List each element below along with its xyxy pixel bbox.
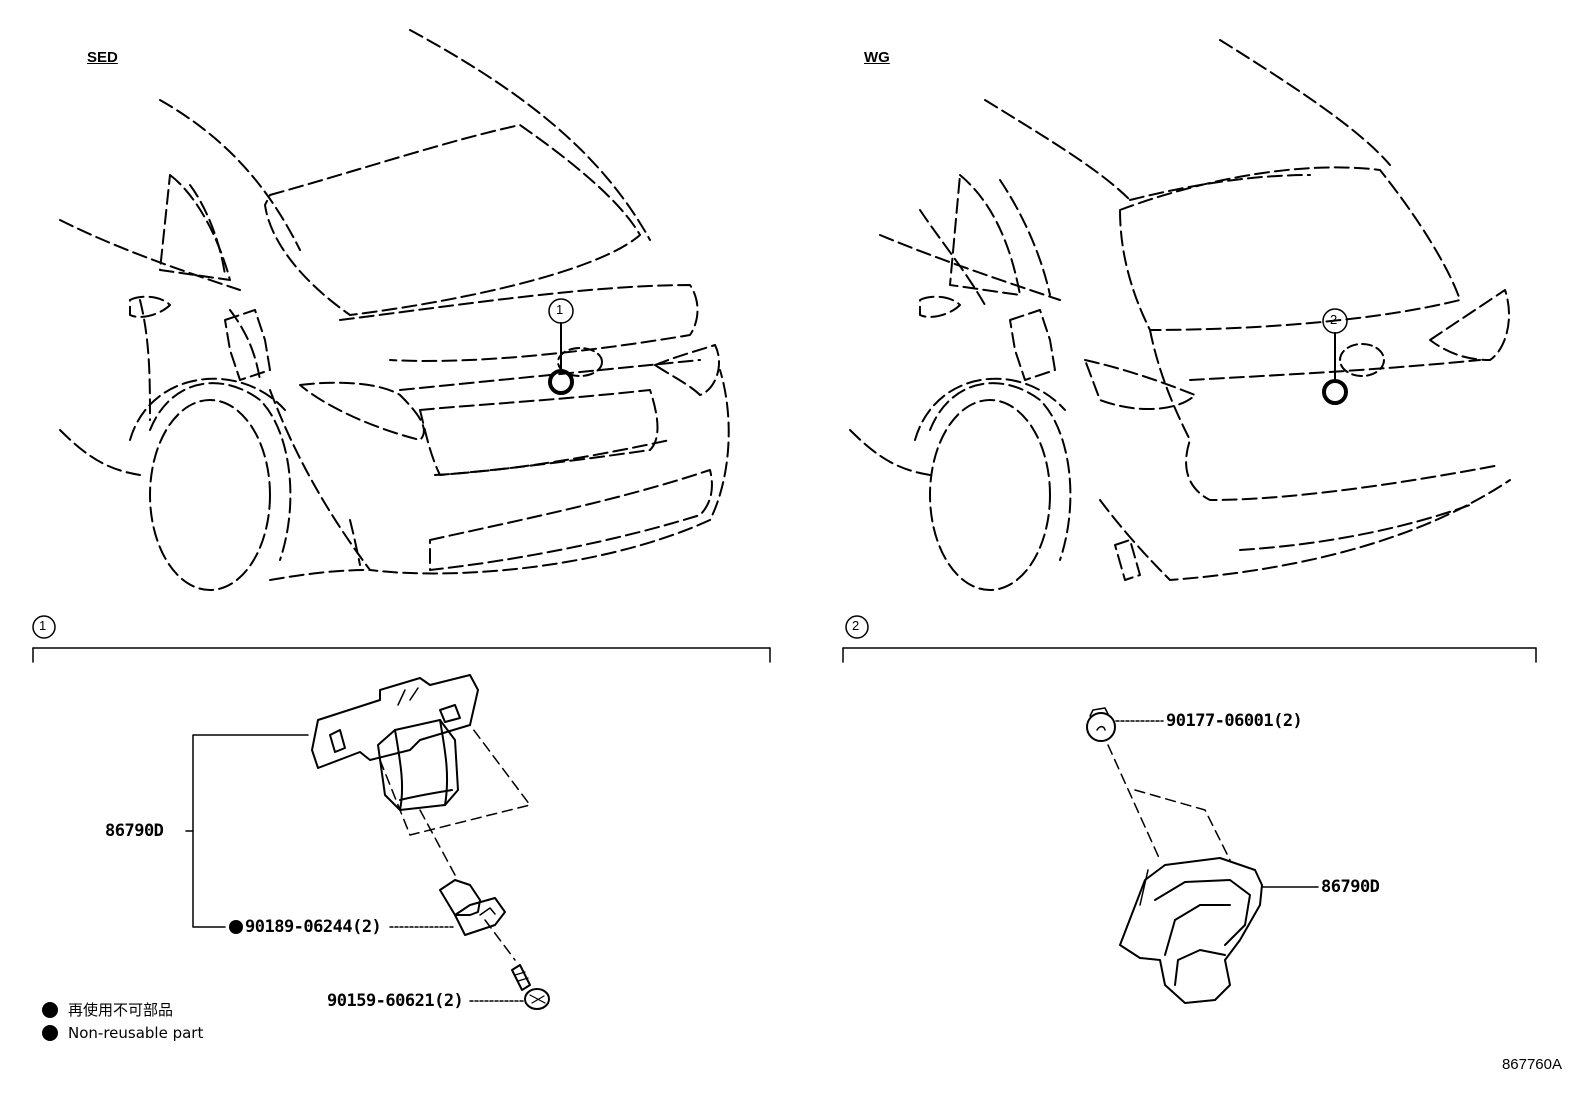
leaders-right bbox=[1115, 720, 1319, 888]
camera-assembly-right bbox=[1119, 857, 1263, 1004]
camera-assembly-left bbox=[311, 674, 479, 811]
non-reusable-legend-icon bbox=[42, 1001, 58, 1018]
legend-row-en: Non-reusable part bbox=[42, 1024, 203, 1042]
callout-2-on-car: 2 bbox=[1330, 312, 1338, 327]
sedan-illustration bbox=[59, 29, 730, 591]
diagram-id: 867760A bbox=[1501, 1056, 1562, 1073]
mount-dashed-guides-right bbox=[1107, 744, 1231, 861]
section-bracket-2 bbox=[842, 615, 1537, 663]
non-reusable-legend-icon bbox=[42, 1025, 58, 1041]
callout-1-on-car: 1 bbox=[556, 302, 564, 317]
part-number-camera-right[interactable]: 86790D bbox=[1321, 877, 1380, 897]
part-number-screw-left[interactable]: 90159-60621(2) bbox=[327, 991, 464, 1011]
section-bracket-1 bbox=[32, 615, 771, 663]
callout-1-section: 1 bbox=[39, 618, 47, 633]
part-number-camera-left[interactable]: 86790D bbox=[105, 821, 164, 841]
legend-text-jp: 再使用不可部品 bbox=[68, 1001, 174, 1019]
part-number-clip[interactable]: 90189-06244(2) bbox=[229, 917, 382, 937]
mount-dashed-guides bbox=[379, 724, 531, 961]
leaders-left bbox=[185, 734, 526, 1002]
variant-label-wagon: WG bbox=[864, 49, 890, 66]
part-number-clip-text: 90189-06244(2) bbox=[245, 917, 382, 937]
part-number-screw-right[interactable]: 90177-06001(2) bbox=[1166, 711, 1303, 731]
wagon-illustration bbox=[849, 39, 1511, 591]
non-reusable-dot-icon bbox=[229, 920, 243, 934]
legend-text-en: Non-reusable part bbox=[68, 1024, 204, 1042]
screw-right bbox=[1086, 707, 1116, 742]
clip-left bbox=[439, 879, 506, 936]
callout-2-section: 2 bbox=[852, 618, 860, 633]
legend-row-jp: 再使用不可部品 bbox=[42, 999, 173, 1020]
screw-left bbox=[511, 964, 550, 1010]
variant-label-sedan: SED bbox=[87, 49, 118, 66]
